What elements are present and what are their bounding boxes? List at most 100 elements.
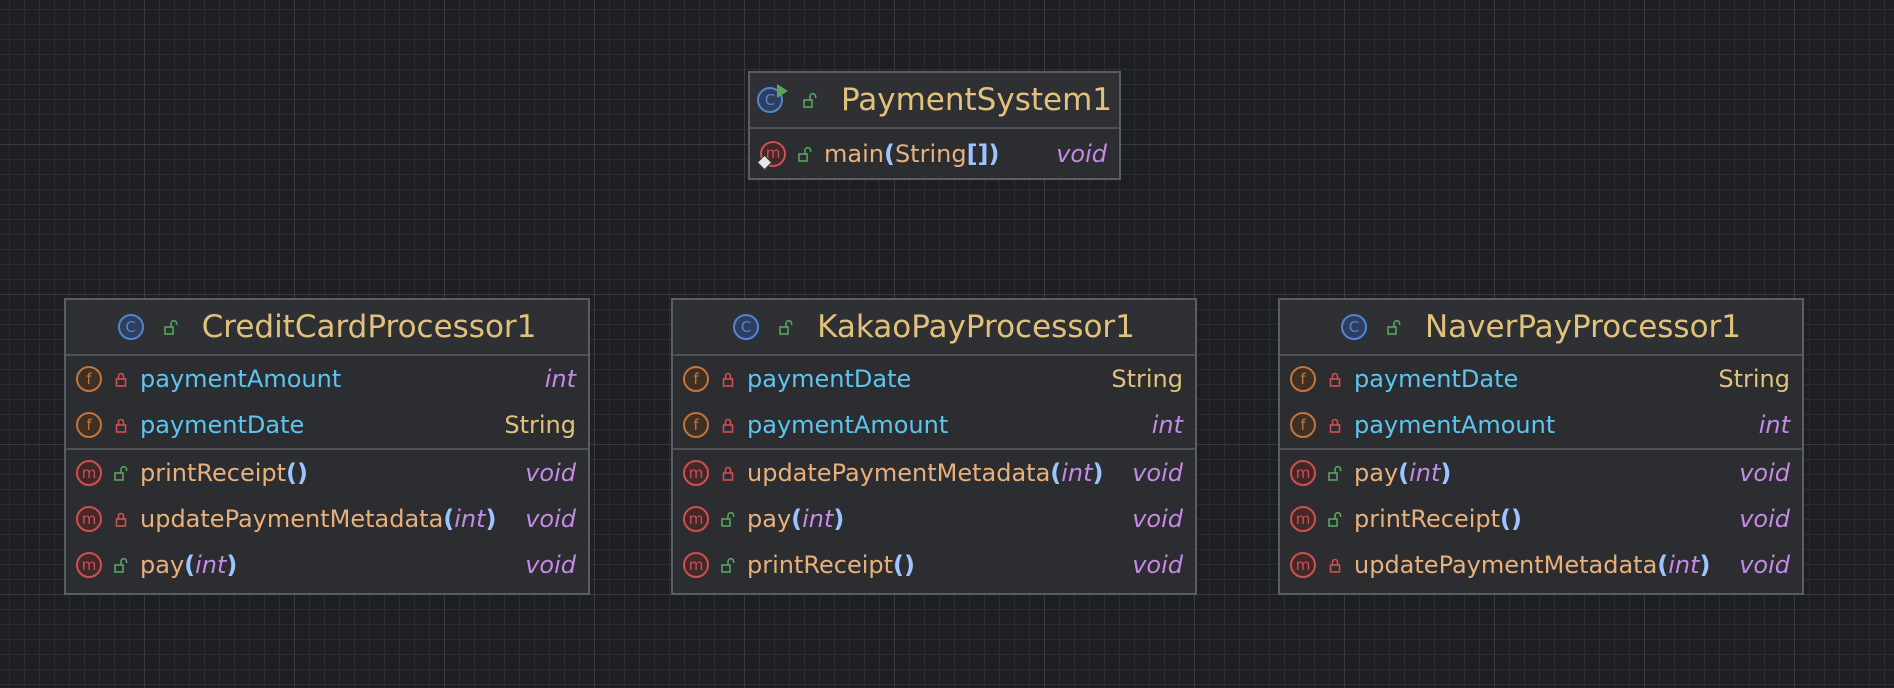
field-icon: f (683, 366, 709, 392)
field-row[interactable]: f paymentAmount int (66, 356, 588, 402)
open-paren: ( (184, 551, 196, 579)
private-lock-icon (110, 417, 132, 433)
close-paren: ) (904, 551, 915, 579)
public-lock-icon (717, 511, 739, 527)
open-paren: ( (1398, 459, 1410, 487)
param-type: int (454, 505, 486, 533)
return-type: void (1132, 459, 1183, 487)
close-paren: ) (833, 505, 845, 533)
return-type: void (1739, 551, 1790, 579)
method-name: updatePaymentMetadata (140, 505, 444, 533)
private-lock-icon (1324, 557, 1346, 573)
param-type: int (802, 505, 834, 533)
method-icon: m (683, 460, 709, 486)
runnable-class-icon: C (756, 84, 788, 113)
close-paren: ) (1092, 459, 1104, 487)
public-lock-icon (1324, 465, 1346, 481)
private-lock-icon (1324, 417, 1346, 433)
method-name: pay (1354, 459, 1399, 487)
public-lock-icon (160, 319, 182, 335)
public-lock-icon (775, 319, 797, 335)
method-name: printReceipt (140, 459, 287, 487)
close-paren: ) (226, 551, 238, 579)
field-icon: f (76, 366, 102, 392)
class-header[interactable]: C CreditCardProcessor1 (66, 300, 588, 356)
method-row[interactable]: m pay(int) void (673, 496, 1195, 542)
class-title: PaymentSystem1 (840, 82, 1113, 118)
method-row-main[interactable]: m main(String[]) void (750, 129, 1119, 178)
class-icon: C (1340, 314, 1367, 340)
field-row[interactable]: f paymentDate String (1280, 356, 1802, 402)
fields-section: f paymentAmount int f paymentDate String (66, 356, 588, 450)
field-type: String (1111, 365, 1183, 393)
fields-section: f paymentDate String f paymentAmount int (673, 356, 1195, 450)
field-row[interactable]: f paymentDate String (673, 356, 1195, 402)
public-lock-icon (799, 92, 821, 108)
field-type: int (1151, 411, 1183, 439)
method-row[interactable]: m printReceipt() void (1280, 496, 1802, 542)
method-row[interactable]: m pay(int) void (1280, 450, 1802, 496)
public-lock-icon (1324, 511, 1346, 527)
field-type: int (544, 365, 576, 393)
param-type: int (1061, 459, 1093, 487)
method-row[interactable]: m printReceipt() void (66, 450, 588, 496)
field-icon: f (1290, 412, 1316, 438)
class-header[interactable]: C PaymentSystem1 (750, 73, 1119, 129)
method-row[interactable]: m pay(int) void (66, 542, 588, 588)
field-row[interactable]: f paymentAmount int (673, 402, 1195, 448)
class-node-credit-card-processor[interactable]: C CreditCardProcessor1 f paymentAmount i… (64, 298, 590, 595)
close-paren: ) (297, 459, 308, 487)
close-paren: ) (485, 505, 497, 533)
field-name: paymentAmount (747, 411, 949, 439)
public-lock-icon (110, 465, 132, 481)
class-node-payment-system[interactable]: C PaymentSystem1 m main(String[]) void (748, 71, 1121, 180)
field-type: String (1718, 365, 1790, 393)
open-paren: ( (883, 139, 895, 168)
method-icon: m (683, 552, 709, 578)
return-type: void (525, 551, 576, 579)
method-icon: m (76, 506, 102, 532)
class-node-naver-pay-processor[interactable]: C NaverPayProcessor1 f paymentDate Strin… (1278, 298, 1804, 595)
field-name: paymentAmount (1354, 411, 1556, 439)
field-name: paymentDate (140, 411, 305, 439)
public-lock-icon (110, 557, 132, 573)
private-lock-icon (110, 371, 132, 387)
method-row[interactable]: m printReceipt() void (673, 542, 1195, 588)
method-name: main (824, 139, 884, 168)
param-type: int (195, 551, 227, 579)
method-row[interactable]: m updatePaymentMetadata(int) void (673, 450, 1195, 496)
class-header[interactable]: C KakaoPayProcessor1 (673, 300, 1195, 356)
class-node-kakao-pay-processor[interactable]: C KakaoPayProcessor1 f paymentDate Strin… (671, 298, 1197, 595)
return-type: void (1132, 551, 1183, 579)
field-row[interactable]: f paymentDate String (66, 402, 588, 448)
class-title: KakaoPayProcessor1 (817, 309, 1135, 345)
open-paren: ( (791, 505, 803, 533)
class-title: CreditCardProcessor1 (201, 309, 537, 345)
field-icon: f (683, 412, 709, 438)
private-lock-icon (717, 371, 739, 387)
method-row[interactable]: m updatePaymentMetadata(int) void (1280, 542, 1802, 588)
class-icon: C (733, 314, 760, 340)
class-header[interactable]: C NaverPayProcessor1 (1280, 300, 1802, 356)
method-icon: m (683, 506, 709, 532)
methods-section: m main(String[]) void (750, 129, 1119, 178)
method-name: updatePaymentMetadata (1354, 551, 1658, 579)
param-type: int (1409, 459, 1441, 487)
field-icon: f (1290, 366, 1316, 392)
field-name: paymentAmount (140, 365, 342, 393)
methods-section: m printReceipt() void m updatePaymentMet… (66, 450, 588, 588)
public-lock-icon (717, 557, 739, 573)
method-name: printReceipt (1354, 505, 1501, 533)
public-lock-icon (1383, 319, 1405, 335)
return-type: void (525, 505, 576, 533)
method-icon: m (1290, 552, 1316, 578)
method-icon: m (1290, 506, 1316, 532)
method-row[interactable]: m updatePaymentMetadata(int) void (66, 496, 588, 542)
return-type: void (1739, 505, 1790, 533)
methods-section: m pay(int) void m printReceipt() void m … (1280, 450, 1802, 588)
field-row[interactable]: f paymentAmount int (1280, 402, 1802, 448)
field-icon: f (76, 412, 102, 438)
param-type: int (1668, 551, 1700, 579)
class-icon: C (117, 314, 144, 340)
close-paren: ) (1511, 505, 1522, 533)
